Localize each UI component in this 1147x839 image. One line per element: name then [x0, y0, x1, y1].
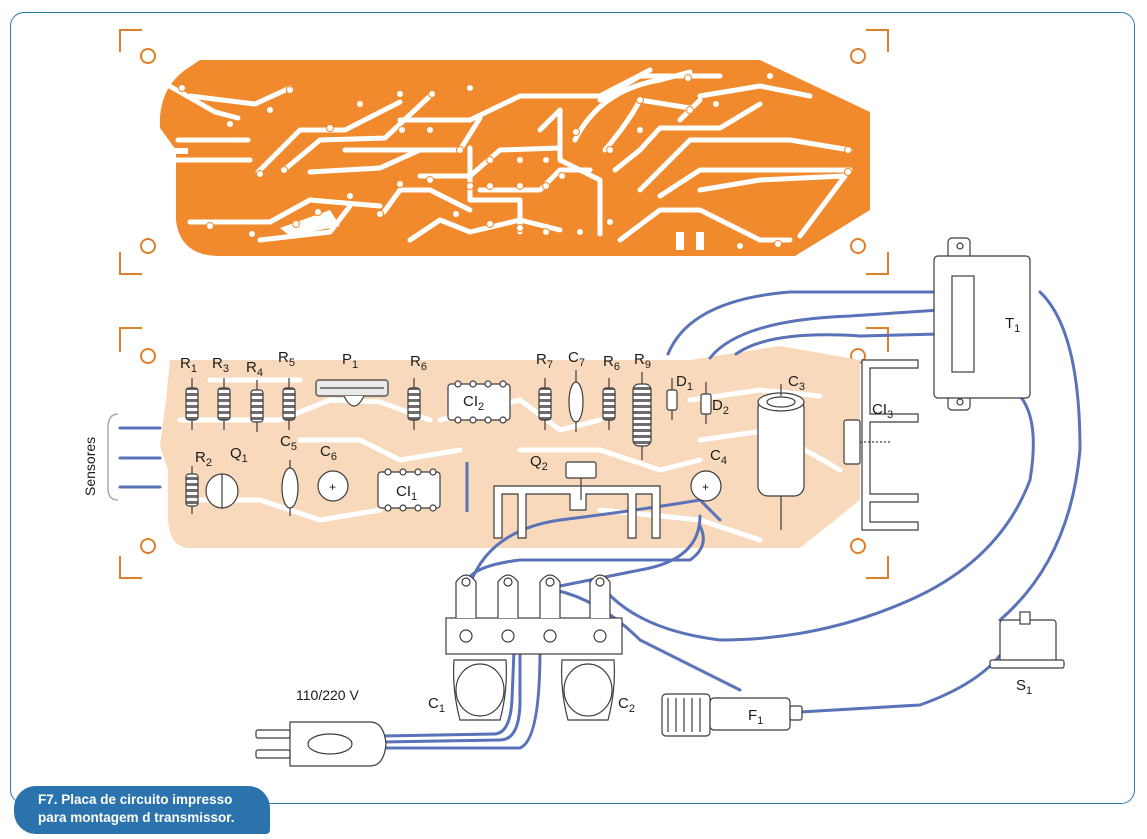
capacitor-c2: [561, 659, 615, 721]
transformer-wire-2: [708, 308, 942, 360]
transistor-q1: [205, 473, 239, 509]
label-c4: C4: [710, 447, 727, 467]
resistor-r4: [250, 380, 264, 432]
label-r2: R2: [195, 449, 212, 469]
label-ci2: CI2: [463, 393, 484, 413]
capacitor-c6: +: [317, 470, 349, 502]
label-d1: D1: [676, 373, 693, 393]
resistor-r6b: [602, 378, 616, 430]
transformer-wire-3: [734, 332, 942, 356]
label-f1: F1: [748, 707, 763, 727]
resistor-r7: [538, 378, 552, 430]
svg-text:+: +: [329, 480, 336, 494]
label-r4: R4: [246, 359, 263, 379]
cord-wire-3: [380, 648, 542, 750]
copper-pads: [178, 72, 852, 250]
label-c7: C7: [568, 349, 585, 369]
terminal-block: [445, 574, 623, 655]
diode-d1: [666, 378, 678, 420]
resistors: [185, 372, 652, 514]
fuse-holder-f1: [661, 693, 803, 737]
label-ci3: CI3: [872, 401, 893, 421]
resistor-r1: [185, 378, 199, 430]
label-p1: P1: [342, 351, 358, 371]
caption-line-2: para montagem d transmissor.: [38, 810, 235, 825]
label-q2: Q2: [530, 453, 548, 473]
label-r9: R9: [634, 351, 651, 371]
capacitor-c4: +: [690, 470, 722, 502]
ic-ci1: [377, 468, 441, 512]
label-d2: D2: [712, 397, 729, 417]
resistor-r5: [282, 378, 296, 430]
label-r3: R3: [212, 355, 229, 375]
copper-clearings: [166, 148, 704, 250]
heatsink-ci3: [843, 359, 919, 531]
terminal-tabs: [455, 574, 611, 618]
caption-line-1: F7. Placa de circuito impresso: [38, 792, 233, 807]
component-labels: R1 R3 R4 R5 P1 R6 R7 C7 R6 R9 D1 D2 C3 C…: [82, 315, 1032, 727]
switch-s1: [989, 611, 1065, 669]
ic-packages: [377, 380, 511, 512]
figure-caption: F7. Placa de circuito impresso para mont…: [14, 786, 270, 834]
svg-text:+: +: [702, 480, 709, 494]
label-s1: S1: [1016, 677, 1032, 697]
cord-wire-1: [380, 648, 522, 744]
transformer-wire-1: [666, 290, 942, 356]
fuse-to-switch-wire: [798, 638, 1012, 714]
label-sensores: Sensores: [82, 437, 98, 496]
discrete-parts: + +: [205, 370, 805, 530]
copper-board: [159, 60, 871, 256]
capacitor-c7: [568, 370, 584, 432]
pcb-copper-view: [119, 29, 889, 275]
label-voltage: 110/220 V: [296, 687, 359, 703]
cord-wire-2: [380, 648, 516, 738]
trimmer-p1: [315, 379, 389, 407]
terminal-screws: [459, 629, 607, 643]
switch-wire: [998, 290, 1082, 622]
copper-shadow-board: [160, 346, 860, 548]
label-r1: R1: [180, 355, 197, 375]
primary-wire: [603, 394, 1035, 642]
label-c5: C5: [280, 433, 297, 453]
sensores-bracket: [107, 413, 119, 501]
power-plug: [255, 721, 387, 767]
label-c3: C3: [788, 373, 805, 393]
capacitor-c5: [281, 460, 299, 516]
block-wire-3: [468, 498, 722, 586]
ic-ci2: [447, 380, 511, 424]
mount-holes-top: [140, 48, 866, 254]
corner-marks-bottom: [119, 327, 889, 579]
label-ci1: CI1: [396, 483, 417, 503]
label-r6b: R6: [603, 353, 620, 373]
resistor-r6a: [407, 378, 421, 430]
label-r5: R5: [278, 349, 295, 369]
label-r6a: R6: [410, 353, 427, 373]
corner-marks-top: [119, 29, 889, 275]
capacitor-c1: [453, 659, 507, 721]
label-q1: Q1: [230, 445, 248, 465]
label-c2: C2: [618, 695, 635, 715]
label-r7: R7: [536, 351, 553, 371]
isolation-gaps: [163, 67, 853, 243]
label-c1: C1: [428, 695, 445, 715]
resistor-r3: [217, 378, 231, 430]
resistor-r2: [185, 466, 199, 514]
transformer-t1: [933, 237, 1031, 411]
resistor-r9: [632, 372, 652, 460]
heatsink-q2: [493, 461, 661, 539]
wires: [118, 290, 1082, 750]
label-c6: C6: [320, 443, 337, 463]
diode-d2: [700, 382, 712, 424]
label-t1: T1: [1005, 315, 1020, 335]
capacitor-c3: [757, 384, 805, 530]
